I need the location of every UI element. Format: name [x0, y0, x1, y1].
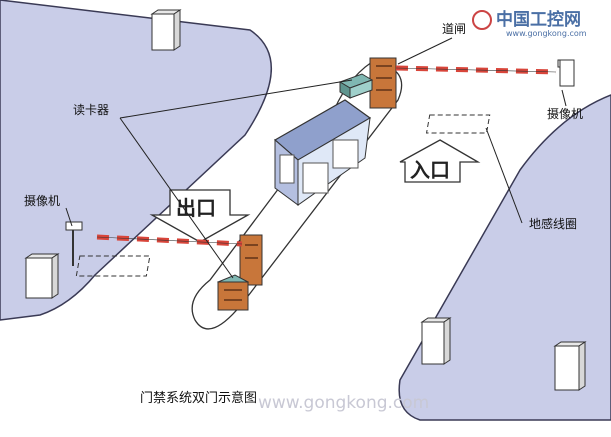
- building-right-small: [559, 59, 575, 87]
- logo-brand-text: 中国工控网: [496, 9, 581, 30]
- exit-arrow-shape: [149, 189, 251, 243]
- building-left: [24, 253, 60, 299]
- entrance-arrow-shape: [399, 139, 481, 183]
- brand-logo: 中国工控网 www.gongkong.com: [472, 9, 587, 38]
- building-right-1: [420, 317, 452, 365]
- guard-booth: [273, 99, 372, 206]
- logo-url-text: www.gongkong.com: [506, 29, 587, 38]
- loop-detector-right: [425, 114, 491, 134]
- exit-arrow-text: 出口: [176, 196, 216, 220]
- loop-detector-left: [75, 255, 151, 277]
- label-loop-detector: 地感线圈: [529, 216, 577, 231]
- label-card-reader: 读卡器: [73, 103, 109, 117]
- building-right-2: [553, 341, 587, 391]
- ground-bottom-right: [398, 94, 611, 421]
- label-camera-right: 摄像机: [547, 106, 583, 121]
- logo-e-icon: [472, 10, 492, 30]
- watermark-text: www.gongkong.com: [258, 393, 429, 413]
- label-camera-left: 摄像机: [24, 193, 60, 208]
- camera-left: [65, 221, 83, 266]
- diagram-caption: 门禁系统双门示意图: [140, 390, 257, 406]
- leader-lines: [65, 37, 567, 279]
- ground-top-left: [0, 0, 272, 321]
- label-gate: 道闸: [442, 22, 466, 36]
- gate-post-bottom: [239, 234, 263, 286]
- card-reader-top: [338, 73, 374, 99]
- entrance-arrow-text: 入口: [410, 158, 450, 182]
- card-reader-bottom: [216, 274, 250, 311]
- building-top: [150, 9, 182, 51]
